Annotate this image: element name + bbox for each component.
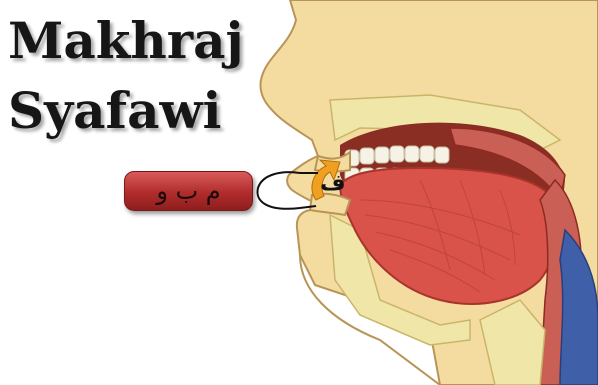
- letters-badge: م ب و: [124, 171, 253, 211]
- lip-letter: ف: [320, 171, 346, 196]
- title-line-2: Syafawi: [8, 86, 222, 136]
- title-line-1: Makhraj: [8, 16, 244, 66]
